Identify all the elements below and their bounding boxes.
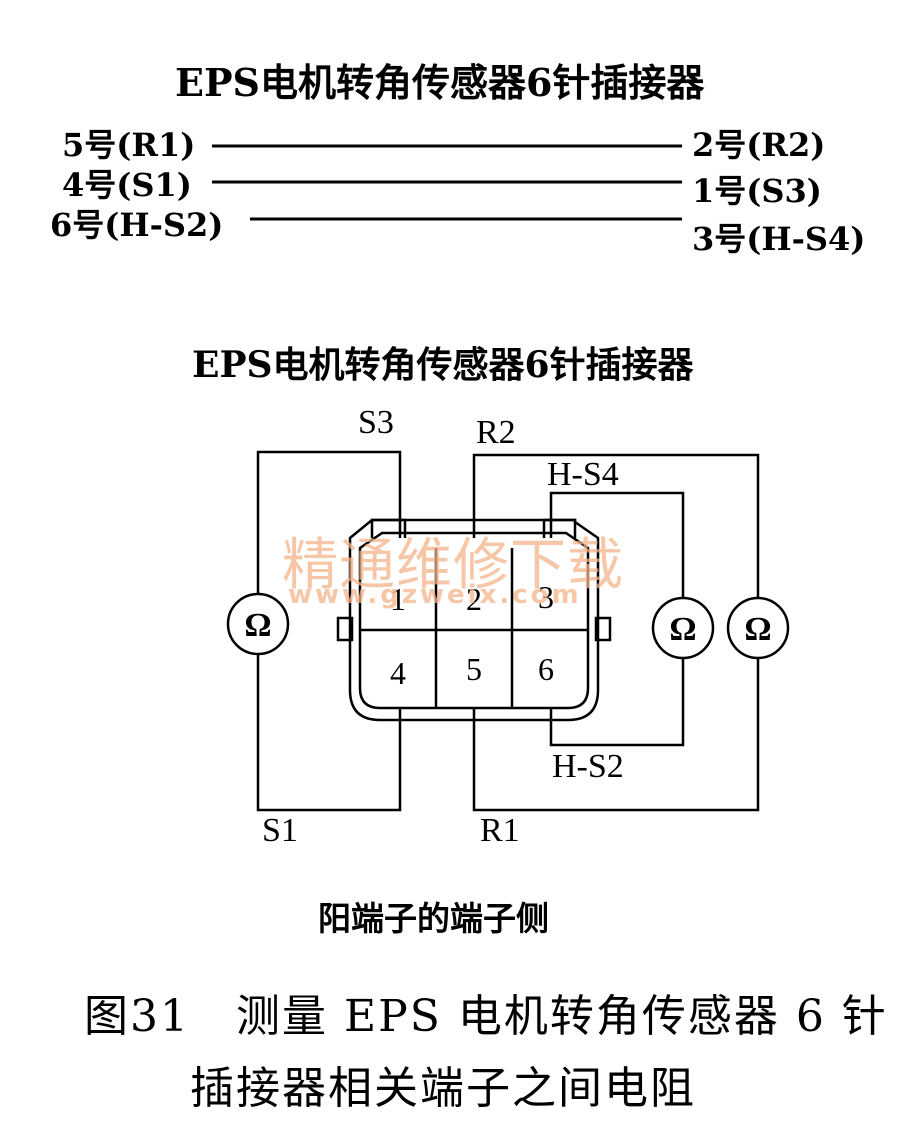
top-title: EPS电机转角传感器6针插接器 bbox=[175, 60, 705, 105]
pin-3: 3 bbox=[538, 579, 554, 615]
wire-label-s1: S1 bbox=[262, 812, 298, 849]
ohm-icon-left: Ω bbox=[244, 607, 271, 644]
connector-housing-outer bbox=[348, 518, 600, 722]
wire-label-r1: R1 bbox=[480, 812, 520, 849]
terminal-side-caption: 阳端子的端子侧 bbox=[318, 899, 549, 938]
wire-hs2 bbox=[549, 658, 685, 747]
pair-right-2: 1号(S3) bbox=[692, 172, 822, 210]
wire-hs4 bbox=[549, 491, 685, 598]
pin-5: 5 bbox=[466, 651, 482, 687]
watermark-url: www.gzweix.com bbox=[288, 580, 582, 610]
pair-right-1: 2号(R2) bbox=[692, 126, 826, 164]
pair-left-1: 5号(R1) bbox=[62, 126, 196, 164]
ohmmeter-left bbox=[226, 592, 290, 656]
wire-label-r2: R2 bbox=[476, 414, 516, 451]
pin-1: 1 bbox=[390, 581, 406, 617]
ohmmeter-right bbox=[726, 596, 790, 660]
connector-tab-right bbox=[542, 518, 577, 538]
pin-4: 4 bbox=[390, 655, 406, 691]
pair-left-3: 6号(H-S2) bbox=[50, 206, 224, 244]
connector-title: EPS电机转角传感器6针插接器 bbox=[192, 344, 694, 386]
wire-label-hs2: H-S2 bbox=[552, 748, 624, 785]
wire-s1 bbox=[256, 655, 402, 812]
figure-caption-line2: 插接器相关端子之间电阻 bbox=[190, 1063, 696, 1114]
pin-6: 6 bbox=[538, 651, 554, 687]
watermark-cn: 精通维修下载 bbox=[282, 533, 624, 598]
ohmmeter-middle bbox=[651, 596, 715, 660]
connector-latch-right bbox=[594, 616, 612, 642]
pair-lines bbox=[212, 144, 682, 221]
connector-latch-left bbox=[336, 616, 354, 642]
connector-housing-inner bbox=[358, 531, 590, 710]
wire-label-hs4: H-S4 bbox=[547, 456, 619, 493]
connector-diagram: Ω Ω Ω 1 2 3 4 5 6 bbox=[226, 450, 790, 812]
pair-left-2: 4号(S1) bbox=[62, 166, 192, 204]
ohm-icon-middle: Ω bbox=[669, 611, 696, 648]
pin-2: 2 bbox=[466, 581, 482, 617]
wire-s3 bbox=[256, 450, 402, 595]
figure-caption-line1: 图31 测量 EPS 电机转角传感器 6 针 bbox=[84, 991, 888, 1042]
pair-right-3: 3号(H-S4) bbox=[692, 220, 866, 258]
wire-r1 bbox=[472, 658, 760, 812]
connector-tab-left bbox=[370, 518, 407, 538]
ohm-icon-right: Ω bbox=[744, 611, 771, 648]
wire-r2 bbox=[472, 453, 760, 598]
wire-label-s3: S3 bbox=[358, 404, 394, 441]
